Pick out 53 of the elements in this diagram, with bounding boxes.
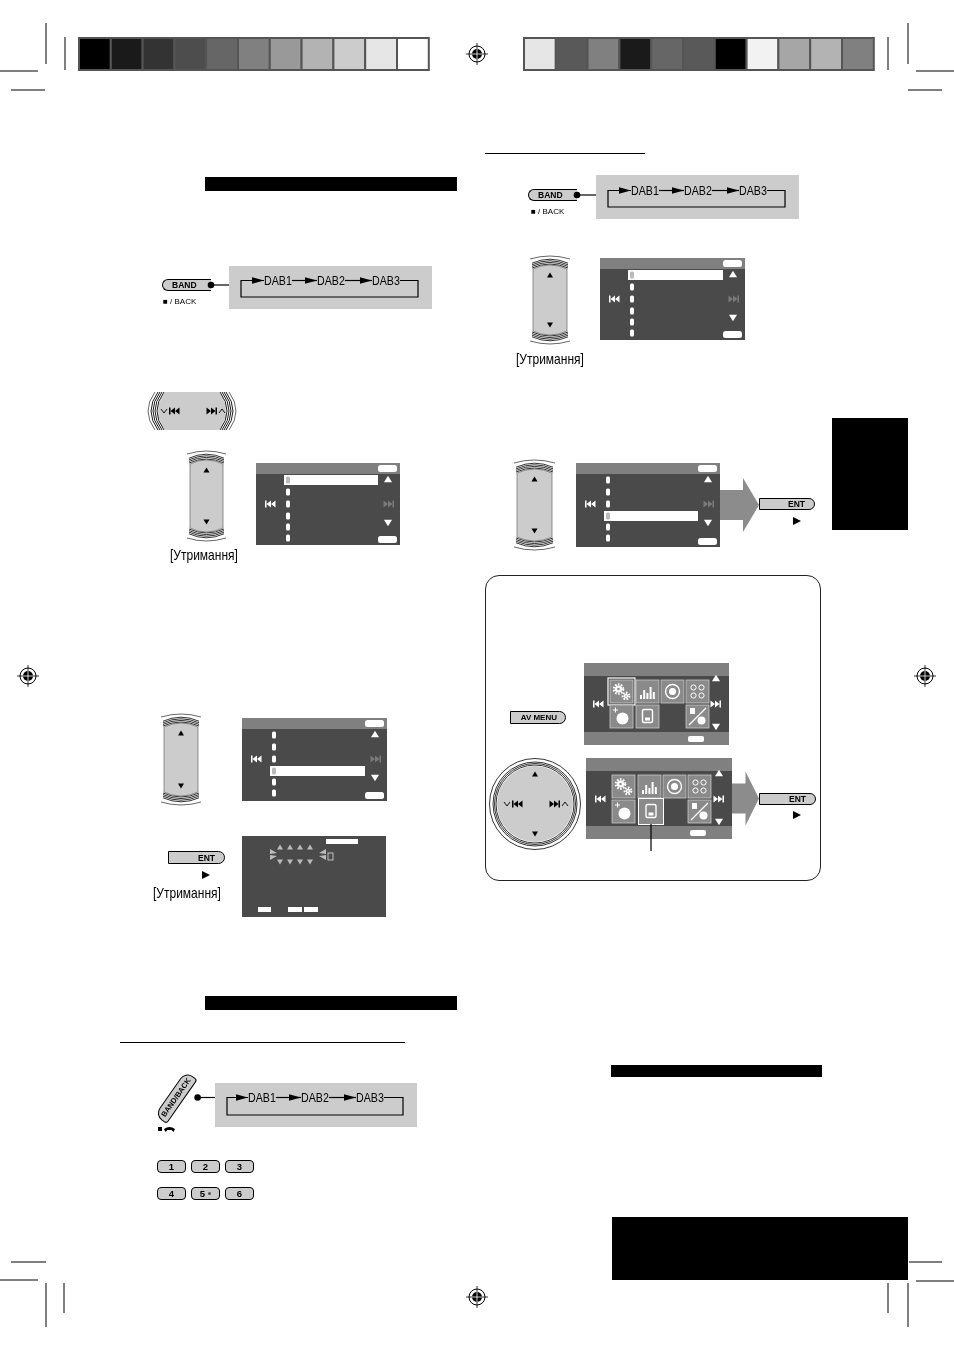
band-cycle-panel (229, 266, 432, 309)
arrow (291, 277, 318, 284)
menu-screen (586, 758, 732, 839)
leader-line (650, 823, 652, 852)
preset-button: 1 (157, 1160, 186, 1173)
hold-label: [Утримання] (153, 884, 221, 901)
band-label: DAB3 (739, 183, 767, 198)
band-label: DAB2 (684, 183, 712, 198)
hold-label: [Утримання] (516, 350, 584, 367)
arrow (607, 187, 786, 208)
band-cycle-panel (596, 175, 799, 219)
band-button: BAND (528, 189, 577, 201)
preset-button: 3 (225, 1160, 254, 1173)
connector-line (194, 1094, 216, 1101)
arrow (275, 1094, 302, 1101)
rounded-frame (485, 575, 821, 881)
preset-button: 6 (225, 1187, 254, 1200)
band-label: DAB1 (631, 183, 659, 198)
band-label: DAB2 (301, 1090, 329, 1105)
band-label: DAB3 (372, 273, 400, 288)
connector-line (573, 191, 597, 199)
arrow (328, 1094, 357, 1101)
band-label: DAB3 (356, 1090, 384, 1105)
block-arrow (732, 771, 759, 826)
enter-button: ENT (759, 793, 816, 805)
arrow (658, 187, 685, 194)
preset-button: 2 (191, 1160, 220, 1173)
button-caption: ■ / BACK (531, 207, 565, 217)
highlighted-device-icon (639, 799, 663, 824)
button-caption: ■ / BACK (163, 297, 197, 307)
band-label: DAB2 (317, 273, 345, 288)
block-arrow (720, 478, 759, 532)
enter-button: ENT (759, 498, 815, 510)
arrow (344, 277, 373, 284)
side-tab (832, 418, 908, 530)
heading-bar (205, 177, 457, 191)
menu-button: AV MENU (510, 711, 566, 724)
preset-button: 5 (191, 1187, 220, 1200)
heading-bar (205, 996, 457, 1010)
arrow (226, 1094, 404, 1116)
hold-label: [Утримання] (170, 546, 238, 563)
band-cycle-panel (215, 1083, 417, 1127)
connector-line (207, 281, 230, 289)
arrow (711, 187, 740, 194)
footer-block (612, 1217, 908, 1280)
band-label: DAB1 (248, 1090, 276, 1105)
arrow (240, 277, 419, 298)
band-label: DAB1 (264, 273, 292, 288)
band-button: BAND (162, 279, 211, 291)
preset-button: 4 (157, 1187, 186, 1200)
enter-button: ENT (168, 851, 225, 864)
list-screen-drawing (576, 463, 720, 547)
heading-bar (611, 1065, 822, 1077)
